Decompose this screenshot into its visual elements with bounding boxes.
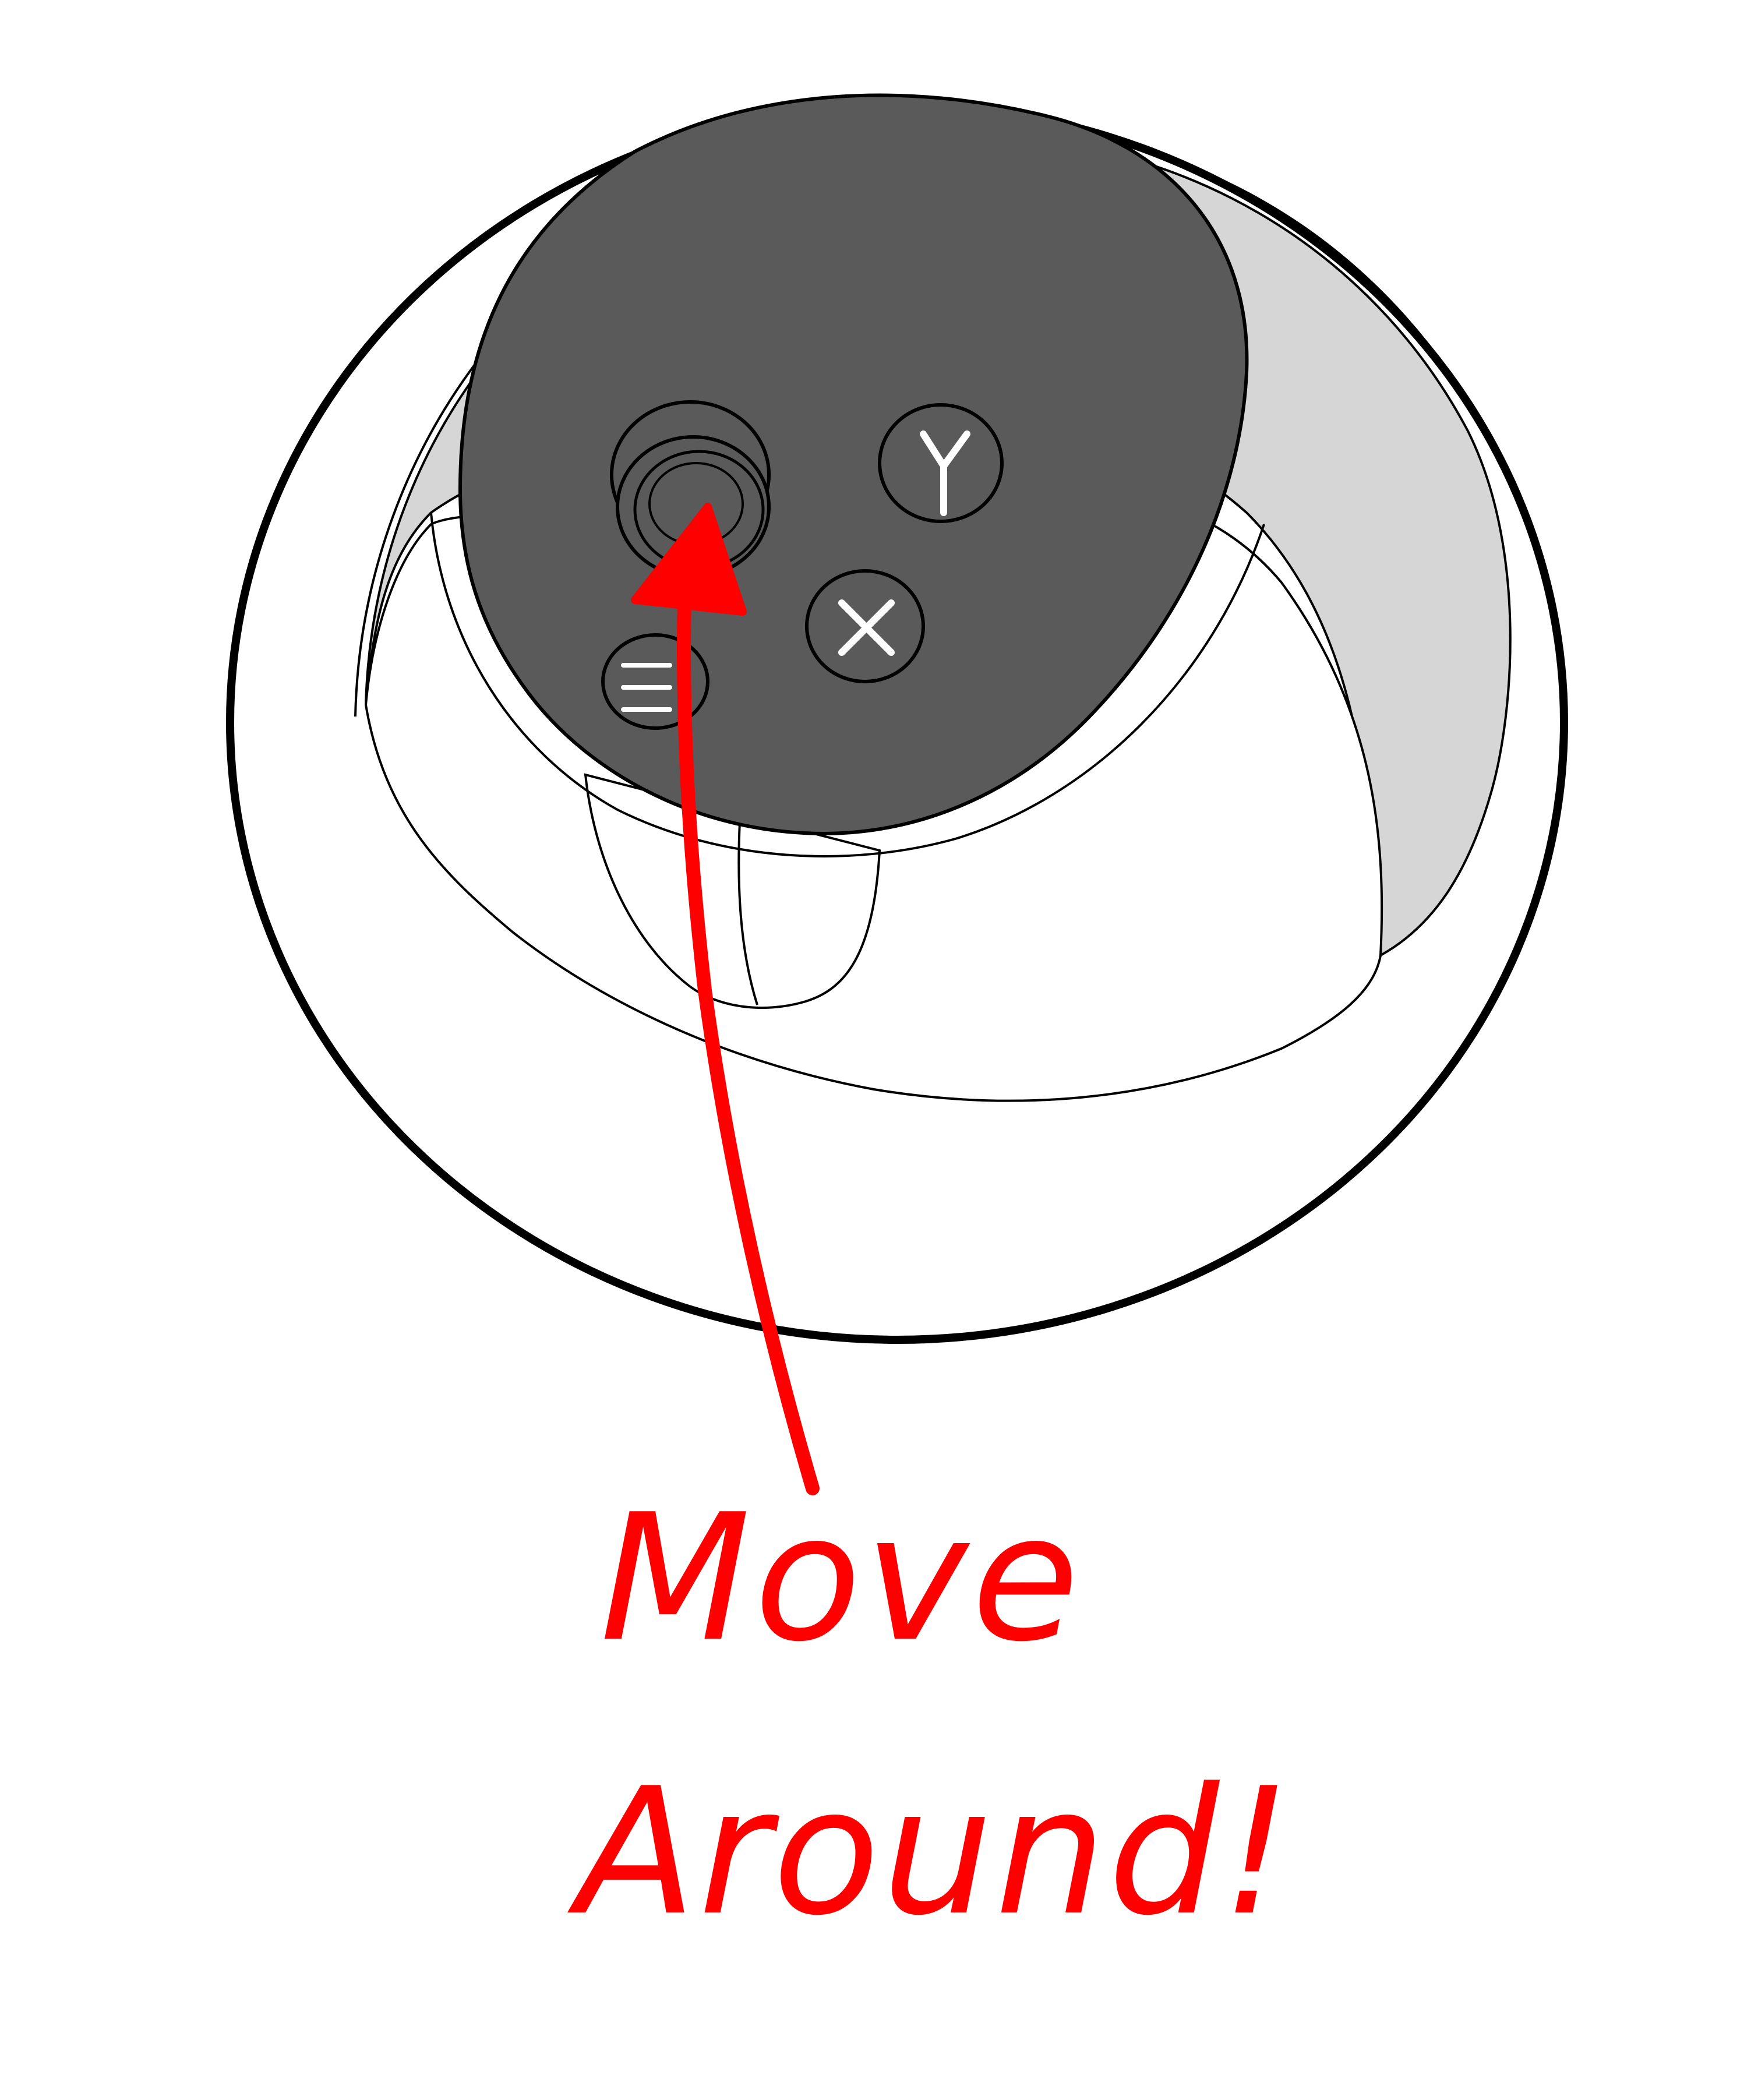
y-glyph — [920, 430, 970, 516]
caption-around: Around! — [577, 1750, 1294, 1954]
controller-trigger-seam — [737, 821, 758, 1005]
x-glyph — [838, 599, 895, 656]
x-button[interactable] — [805, 569, 925, 683]
arrow-shaft — [677, 593, 820, 1495]
menu-button[interactable] — [601, 633, 709, 730]
menu-glyph — [621, 663, 672, 712]
caption-move: Move — [600, 1477, 1083, 1680]
controller-face-rim — [430, 512, 1265, 857]
arrow-head — [631, 503, 747, 616]
y-button[interactable] — [878, 403, 1004, 523]
